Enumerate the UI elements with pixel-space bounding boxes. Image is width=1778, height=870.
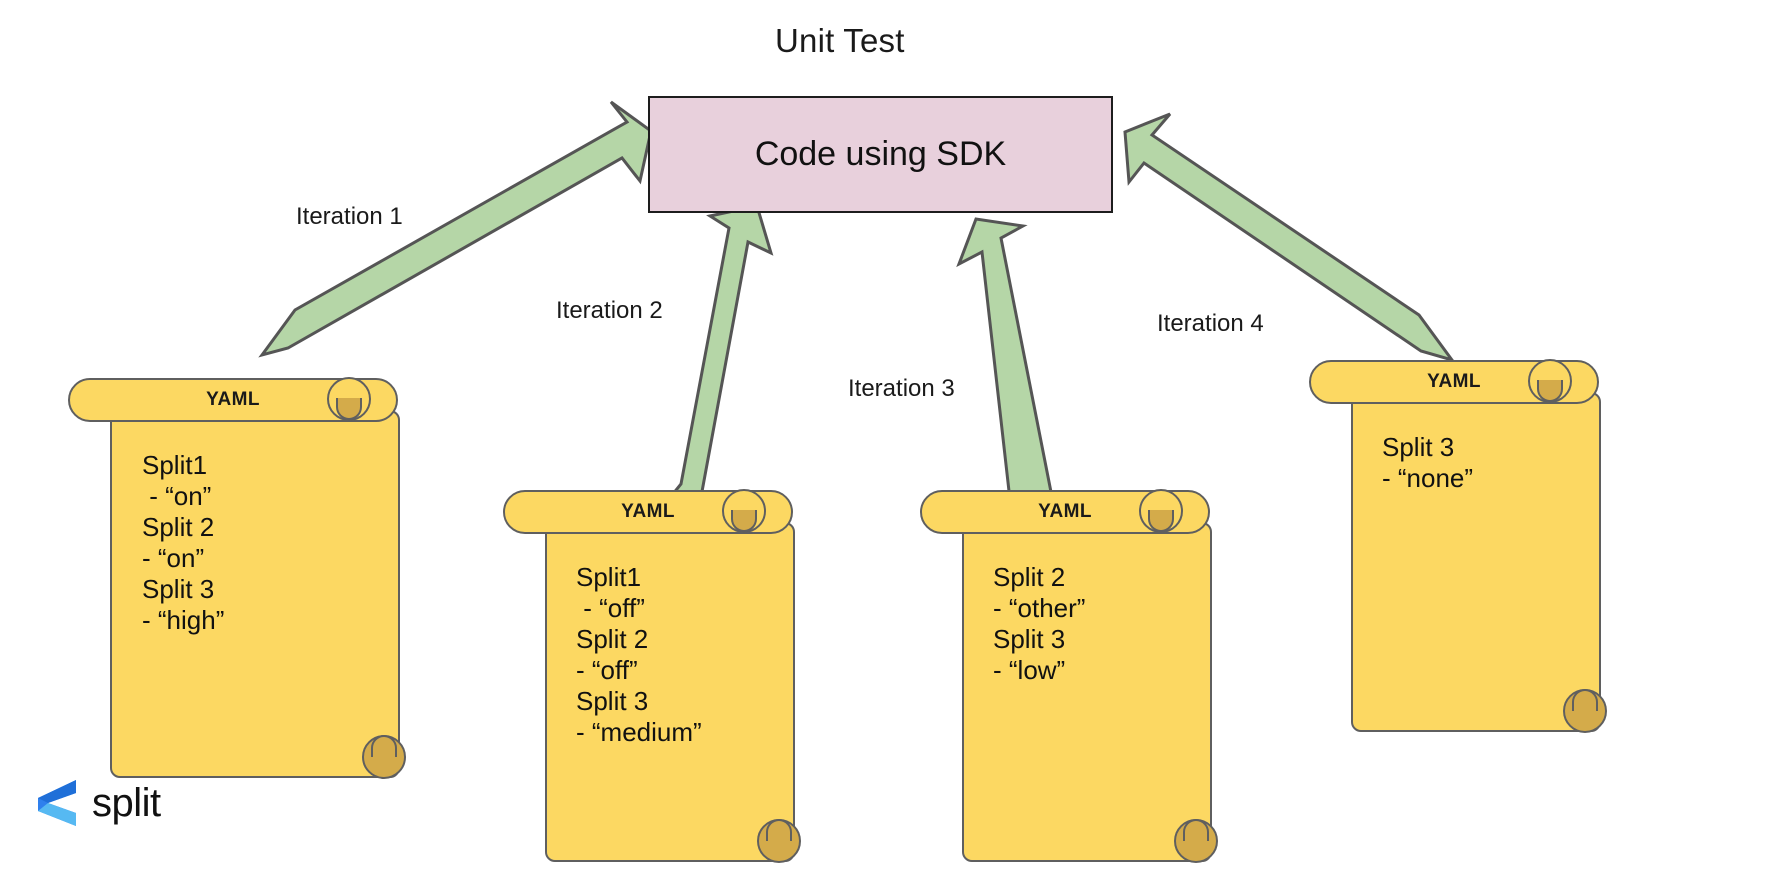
scroll-curl-top-inner-icon xyxy=(731,510,757,532)
split-logo: split xyxy=(36,778,161,828)
document-content: Split 2 - “other” Split 3 - “low” xyxy=(993,562,1086,685)
document-content: Split1 - “off” Split 2 - “off” Split 3 -… xyxy=(576,562,702,747)
scroll-curl-bottom-inner-icon xyxy=(1183,819,1209,841)
code-using-sdk-label: Code using SDK xyxy=(754,135,1007,173)
arrow-iteration-3 xyxy=(956,217,1053,502)
arrow-label-iteration-2: Iteration 2 xyxy=(556,297,663,324)
split-wordmark: split xyxy=(92,780,161,825)
document-body xyxy=(1351,392,1601,732)
document-header-label: YAML xyxy=(1427,371,1481,392)
document-header-label: YAML xyxy=(621,501,675,522)
arrow-label-iteration-3: Iteration 3 xyxy=(848,375,955,402)
page-title: Unit Test xyxy=(775,22,905,59)
document-body xyxy=(962,522,1212,862)
scroll-curl-bottom-inner-icon xyxy=(766,819,792,841)
document-header-label: YAML xyxy=(1038,501,1092,522)
document-body xyxy=(545,522,795,862)
scroll-curl-top-inner-icon xyxy=(1537,380,1563,402)
arrow-label-iteration-1: Iteration 1 xyxy=(296,203,403,230)
scroll-curl-bottom-inner-icon xyxy=(1572,689,1598,711)
scroll-curl-top-inner-icon xyxy=(336,398,362,420)
scroll-curl-top-inner-icon xyxy=(1148,510,1174,532)
document-content: Split1 - “on” Split 2 - “on” Split 3 - “… xyxy=(142,450,225,635)
split-logo-icon xyxy=(38,780,76,826)
code-using-sdk-node[interactable]: Code using SDK xyxy=(648,96,1113,213)
document-content: Split 3 - “none” xyxy=(1382,432,1474,493)
scroll-curl-bottom-icon xyxy=(1563,689,1607,733)
arrow-iteration-2 xyxy=(655,204,774,513)
arrow-label-iteration-4: Iteration 4 xyxy=(1157,310,1264,337)
scroll-curl-bottom-inner-icon xyxy=(371,735,397,757)
document-header-label: YAML xyxy=(206,389,260,410)
